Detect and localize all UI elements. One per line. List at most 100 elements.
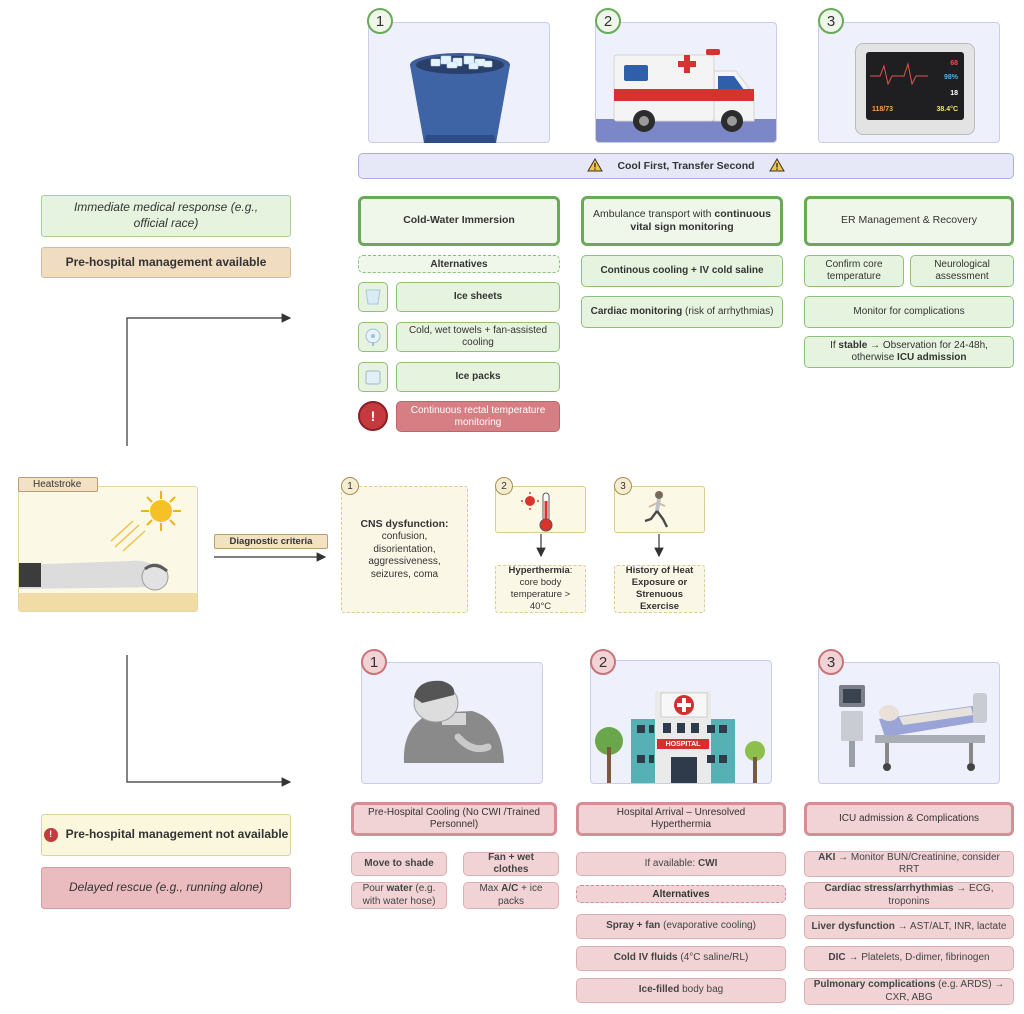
- pulmonary-label: Pulmonary complications (e.g. ARDS) → CX…: [811, 979, 1007, 1004]
- vomiting-person-panel: [361, 662, 543, 784]
- alert-mark: !: [370, 408, 376, 424]
- vital-monitor: 68 98% 18 118/73 38.4°C: [855, 43, 975, 135]
- water-1: Pour: [362, 883, 387, 894]
- liver-plain: → AST/ALT, INR, lactate: [894, 920, 1007, 932]
- bag-plain: body bag: [679, 984, 724, 996]
- diag-step-3: 3: [614, 477, 632, 495]
- arrow-up-branch: [126, 313, 292, 446]
- diag-step-1: 1: [341, 477, 359, 495]
- runner-icon: [644, 491, 669, 528]
- ice-bucket-icon: [410, 53, 510, 143]
- available-label: Pre-hospital management available: [65, 254, 267, 269]
- cardiac-stress-label: Cardiac stress/arrhythmias → ECG, tropon…: [811, 883, 1007, 908]
- towels-fan-box: Cold, wet towels + fan-assisted cooling: [396, 322, 560, 352]
- fan-icon: [358, 322, 388, 352]
- rectal-temp-label: Continuous rectal temperature monitoring: [410, 404, 546, 428]
- cardiac-monitoring-label: Cardiac monitoring (risk of arrhythmias): [591, 306, 774, 319]
- spray-fan-box: Spray + fan (evaporative cooling): [576, 914, 786, 939]
- hospital-panel: HOSPITAL: [590, 660, 772, 784]
- spray-plain: (evaporative cooling): [660, 920, 756, 932]
- runner-panel: [614, 486, 705, 533]
- top-step-2: 2: [595, 8, 621, 34]
- dic-bold: DIC: [828, 952, 846, 964]
- ice-packs-label: Ice packs: [455, 370, 501, 382]
- sick-person-icon: [403, 680, 504, 763]
- ac-1: Max: [479, 883, 502, 894]
- water-2: water: [386, 883, 413, 894]
- observation-label: If stable → Observation for 24-48h, othe…: [811, 340, 1007, 365]
- bag-bold: Ice-filled: [638, 984, 680, 996]
- history-box: History of Heat Exposure or Strenuous Ex…: [614, 565, 705, 613]
- cold-water-immersion-box: Cold-Water Immersion: [358, 196, 560, 246]
- confirm-temp-label: Confirm core temperature: [825, 258, 883, 283]
- towels-fan-label: Cold, wet towels + fan-assisted cooling: [408, 324, 548, 349]
- cwi-if-available-box: If available: CWI: [576, 852, 786, 876]
- monitor-hr: 68: [950, 60, 958, 67]
- diag-step-2: 2: [495, 477, 513, 495]
- monitor-resp: 18: [950, 90, 958, 97]
- ice-sheets-label: Ice sheets: [453, 290, 503, 302]
- ice-pack-icon: [358, 362, 388, 392]
- cardiac-stress-bold: Cardiac stress/arrhythmias: [824, 883, 954, 894]
- fan-wet-clothes-label: Fan + wet clothes: [488, 851, 534, 876]
- neuro-assessment-label: Neurological assessment: [934, 258, 990, 283]
- monitor-complications-label: Monitor for complications: [853, 305, 965, 317]
- cold-iv-fluids-label: Cold IV fluids (4°C saline/RL): [614, 952, 749, 965]
- obs-3: → Observation for 24-48h, otherwise: [851, 339, 988, 364]
- cns-dysfunction-box: CNS dysfunction: confusion, disorientati…: [341, 486, 468, 613]
- monitor-screen: 68 98% 18 118/73 38.4°C: [866, 52, 964, 120]
- monitor-panel: 68 98% 18 118/73 38.4°C: [818, 22, 1000, 143]
- cardiac-monitoring-box: Cardiac monitoring (risk of arrhythmias): [581, 296, 783, 328]
- alert-icon: !: [43, 828, 58, 842]
- monitor-complications-box: Monitor for complications: [804, 296, 1014, 328]
- prehospital-cooling-box: Pre-Hospital Cooling (No CWI /Trained Pe…: [351, 802, 557, 836]
- bottom-step-2: 2: [590, 649, 616, 675]
- history-label: History of Heat Exposure or Strenuous Ex…: [625, 565, 694, 612]
- cardiac-bold: Cardiac monitoring: [590, 305, 683, 317]
- dic-box: DIC → Platelets, D-dimer, fibrinogen: [804, 946, 1014, 971]
- aki-plain: → Monitor BUN/Creatinine, consider RRT: [835, 851, 1000, 876]
- neuro-assessment-box: Neurological assessment: [910, 255, 1014, 287]
- monitor-bp: 118/73: [872, 106, 894, 113]
- ac-3: + ice packs: [497, 883, 543, 907]
- not-available-label: Pre-hospital management not available: [65, 827, 289, 842]
- max-ac-box: Max A/C + ice packs: [463, 882, 559, 909]
- cardiac-stress-plain: → ECG, troponins: [888, 883, 994, 907]
- pour-water-label: Pour water (e.g. with water hose): [358, 883, 440, 908]
- not-available-mark: !: [49, 829, 53, 840]
- thermometer-panel: [495, 486, 586, 533]
- spray-fan-label: Spray + fan (evaporative cooling): [606, 920, 756, 933]
- pulmonary-box: Pulmonary complications (e.g. ARDS) → CX…: [804, 978, 1014, 1005]
- pulm-plain: (e.g. ARDS) → CXR, ABG: [885, 979, 1005, 1003]
- iv-plain: (4°C saline/RL): [677, 952, 749, 964]
- immediate-response-label: Immediate medical response (e.g., offici…: [73, 200, 259, 230]
- sun-person-icon: [19, 491, 197, 611]
- warning-icon: [768, 157, 785, 175]
- dic-label: DIC → Platelets, D-dimer, fibrinogen: [828, 952, 989, 965]
- heatstroke-panel: [18, 486, 198, 612]
- er-management-box: ER Management & Recovery: [804, 196, 1014, 246]
- icu-bed-panel: [818, 662, 1000, 784]
- max-ac-label: Max A/C + ice packs: [470, 883, 552, 908]
- ice-body-bag-label: Ice-filled body bag: [639, 984, 724, 997]
- cns-title: CNS dysfunction:: [360, 517, 449, 530]
- liver-bold: Liver dysfunction: [811, 920, 895, 932]
- monitor-spo2: 98%: [943, 74, 958, 81]
- diagnostic-criteria-tag: Diagnostic criteria: [214, 534, 328, 549]
- aki-box: AKI → Monitor BUN/Creatinine, consider R…: [804, 851, 1014, 877]
- liver-dysfunction-box: Liver dysfunction → AST/ALT, INR, lactat…: [804, 915, 1014, 939]
- hospital-icon: [595, 691, 765, 783]
- ecg-trace-icon: [870, 62, 928, 86]
- cwi-bold: CWI: [697, 857, 718, 869]
- ice-bucket-panel: [368, 22, 550, 143]
- bottom-alternatives-label: Alternatives: [576, 885, 786, 903]
- icu-bed-icon: [839, 685, 987, 771]
- water-3: (e.g. with water hose): [362, 883, 436, 907]
- not-available-box: ! Pre-hospital management not available: [41, 814, 291, 856]
- cwi-plain: If available:: [644, 857, 698, 869]
- immediate-response-box: Immediate medical response (e.g., offici…: [41, 195, 291, 237]
- top-step-1: 1: [367, 8, 393, 34]
- heatstroke-label: Heatstroke: [33, 479, 82, 490]
- move-to-shade-box: Move to shade: [351, 852, 447, 876]
